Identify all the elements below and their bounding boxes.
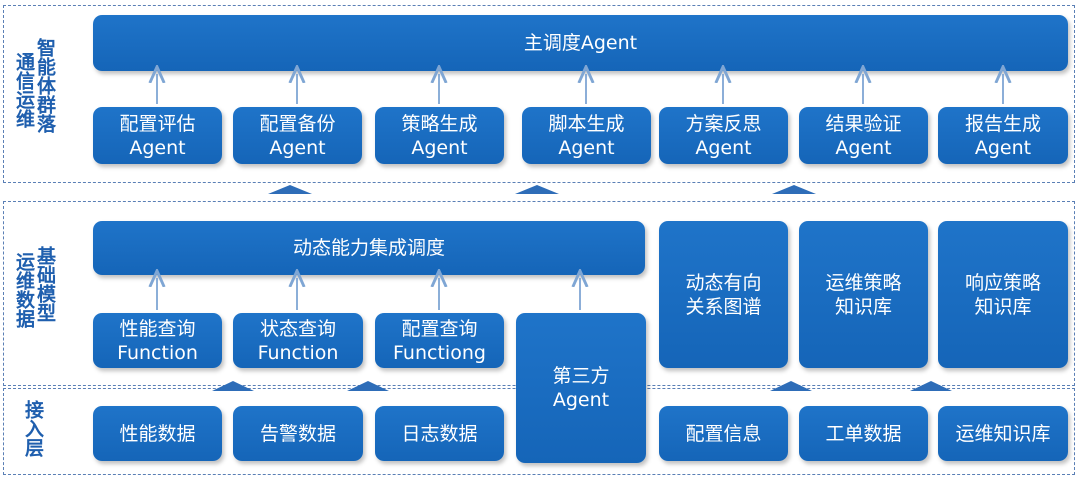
middle-layer-label: 基础模型 [34,246,56,322]
source-config-info: 配置信息 [659,406,788,461]
middle-layer-label-left: 运维数据 [13,252,35,328]
main-dispatch-agent: 主调度Agent [93,15,1068,71]
source-work-order-data: 工单数据 [799,406,928,461]
dynamic-capability-dispatch: 动态能力集成调度 [93,221,645,275]
block-arrow-upper-2 [515,185,559,194]
source-performance-data: 性能数据 [93,406,222,461]
top-layer-frame [3,5,1075,183]
source-log-data: 日志数据 [375,406,504,461]
main-dispatch-agent-label: 主调度Agent [523,32,638,54]
block-arrow-upper-1 [268,185,312,194]
top-layer-label: 智能体群落 [34,38,56,133]
bottom-layer-label: 接入层 [22,400,44,457]
source-alarm-data: 告警数据 [233,406,363,461]
dynamic-relation-graph: 动态有向关系图谱 [659,221,788,368]
top-layer-label-left: 通信运维 [13,52,35,128]
block-arrow-upper-3 [772,185,816,194]
response-strategy-knowledge-base: 响应策略知识库 [938,221,1068,368]
ops-strategy-knowledge-base: 运维策略知识库 [799,221,928,368]
source-ops-knowledge-base: 运维知识库 [938,406,1068,461]
